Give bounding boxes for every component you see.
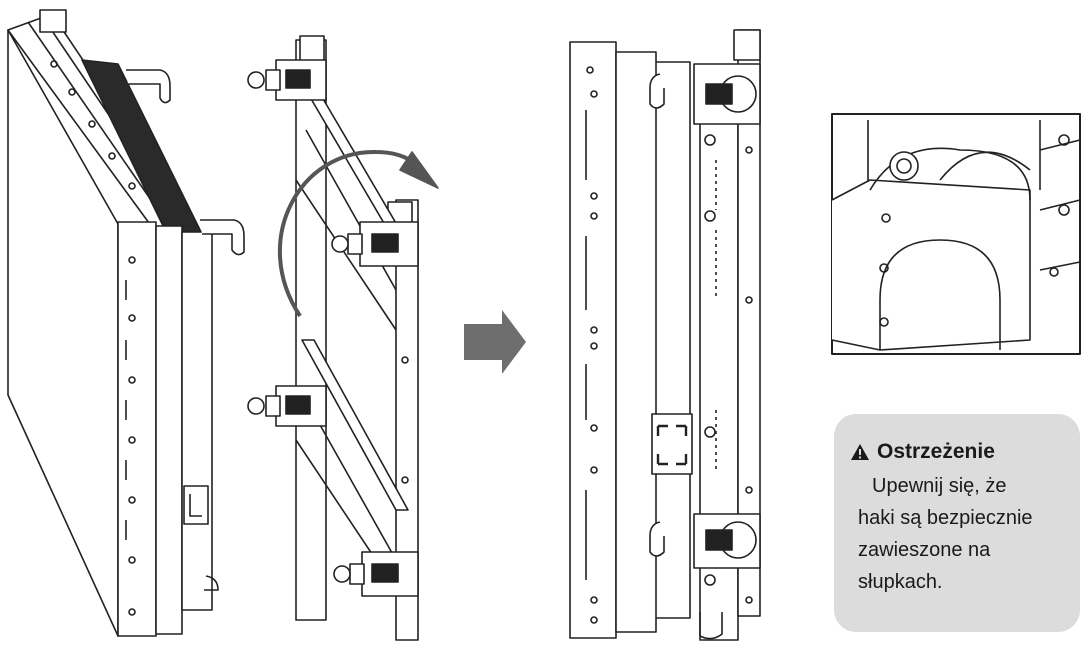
clamp-top-left xyxy=(247,59,327,101)
warning-line: zawieszone na xyxy=(858,539,991,561)
tilted-display xyxy=(7,9,245,637)
next-step-arrow xyxy=(464,310,526,374)
frame-holes xyxy=(128,256,136,616)
warning-triangle-icon xyxy=(851,444,869,460)
wall-bracket-frame xyxy=(247,35,439,641)
rotation-arrow xyxy=(277,149,422,318)
rotation-arrowhead xyxy=(399,151,439,189)
warning-title: Ostrzeżenie xyxy=(850,440,1070,464)
clamp-lower-left xyxy=(247,385,327,427)
warning-text: Upewnij się, że haki są bezpiecznie zawi… xyxy=(850,470,1070,598)
rail-holes xyxy=(50,60,136,190)
display-holes xyxy=(586,66,598,624)
warning-line: Upewnij się, że xyxy=(872,475,1007,497)
clamp-bottom-right xyxy=(333,551,419,597)
warning-line: haki są bezpiecznie xyxy=(858,507,1033,529)
upper-hook-clamp xyxy=(649,63,761,125)
mounted-display xyxy=(569,29,761,641)
warning-line: słupkach. xyxy=(858,571,943,593)
bracket-marker xyxy=(651,413,693,475)
warning-panel: Ostrzeżenie Upewnij się, że haki są bezp… xyxy=(834,414,1080,632)
clamp-mid-right xyxy=(331,221,419,267)
lower-hook-clamp xyxy=(649,513,761,569)
detail-zoom xyxy=(831,113,1081,355)
warning-title-text: Ostrzeżenie xyxy=(877,440,995,463)
post-gears xyxy=(704,134,716,586)
